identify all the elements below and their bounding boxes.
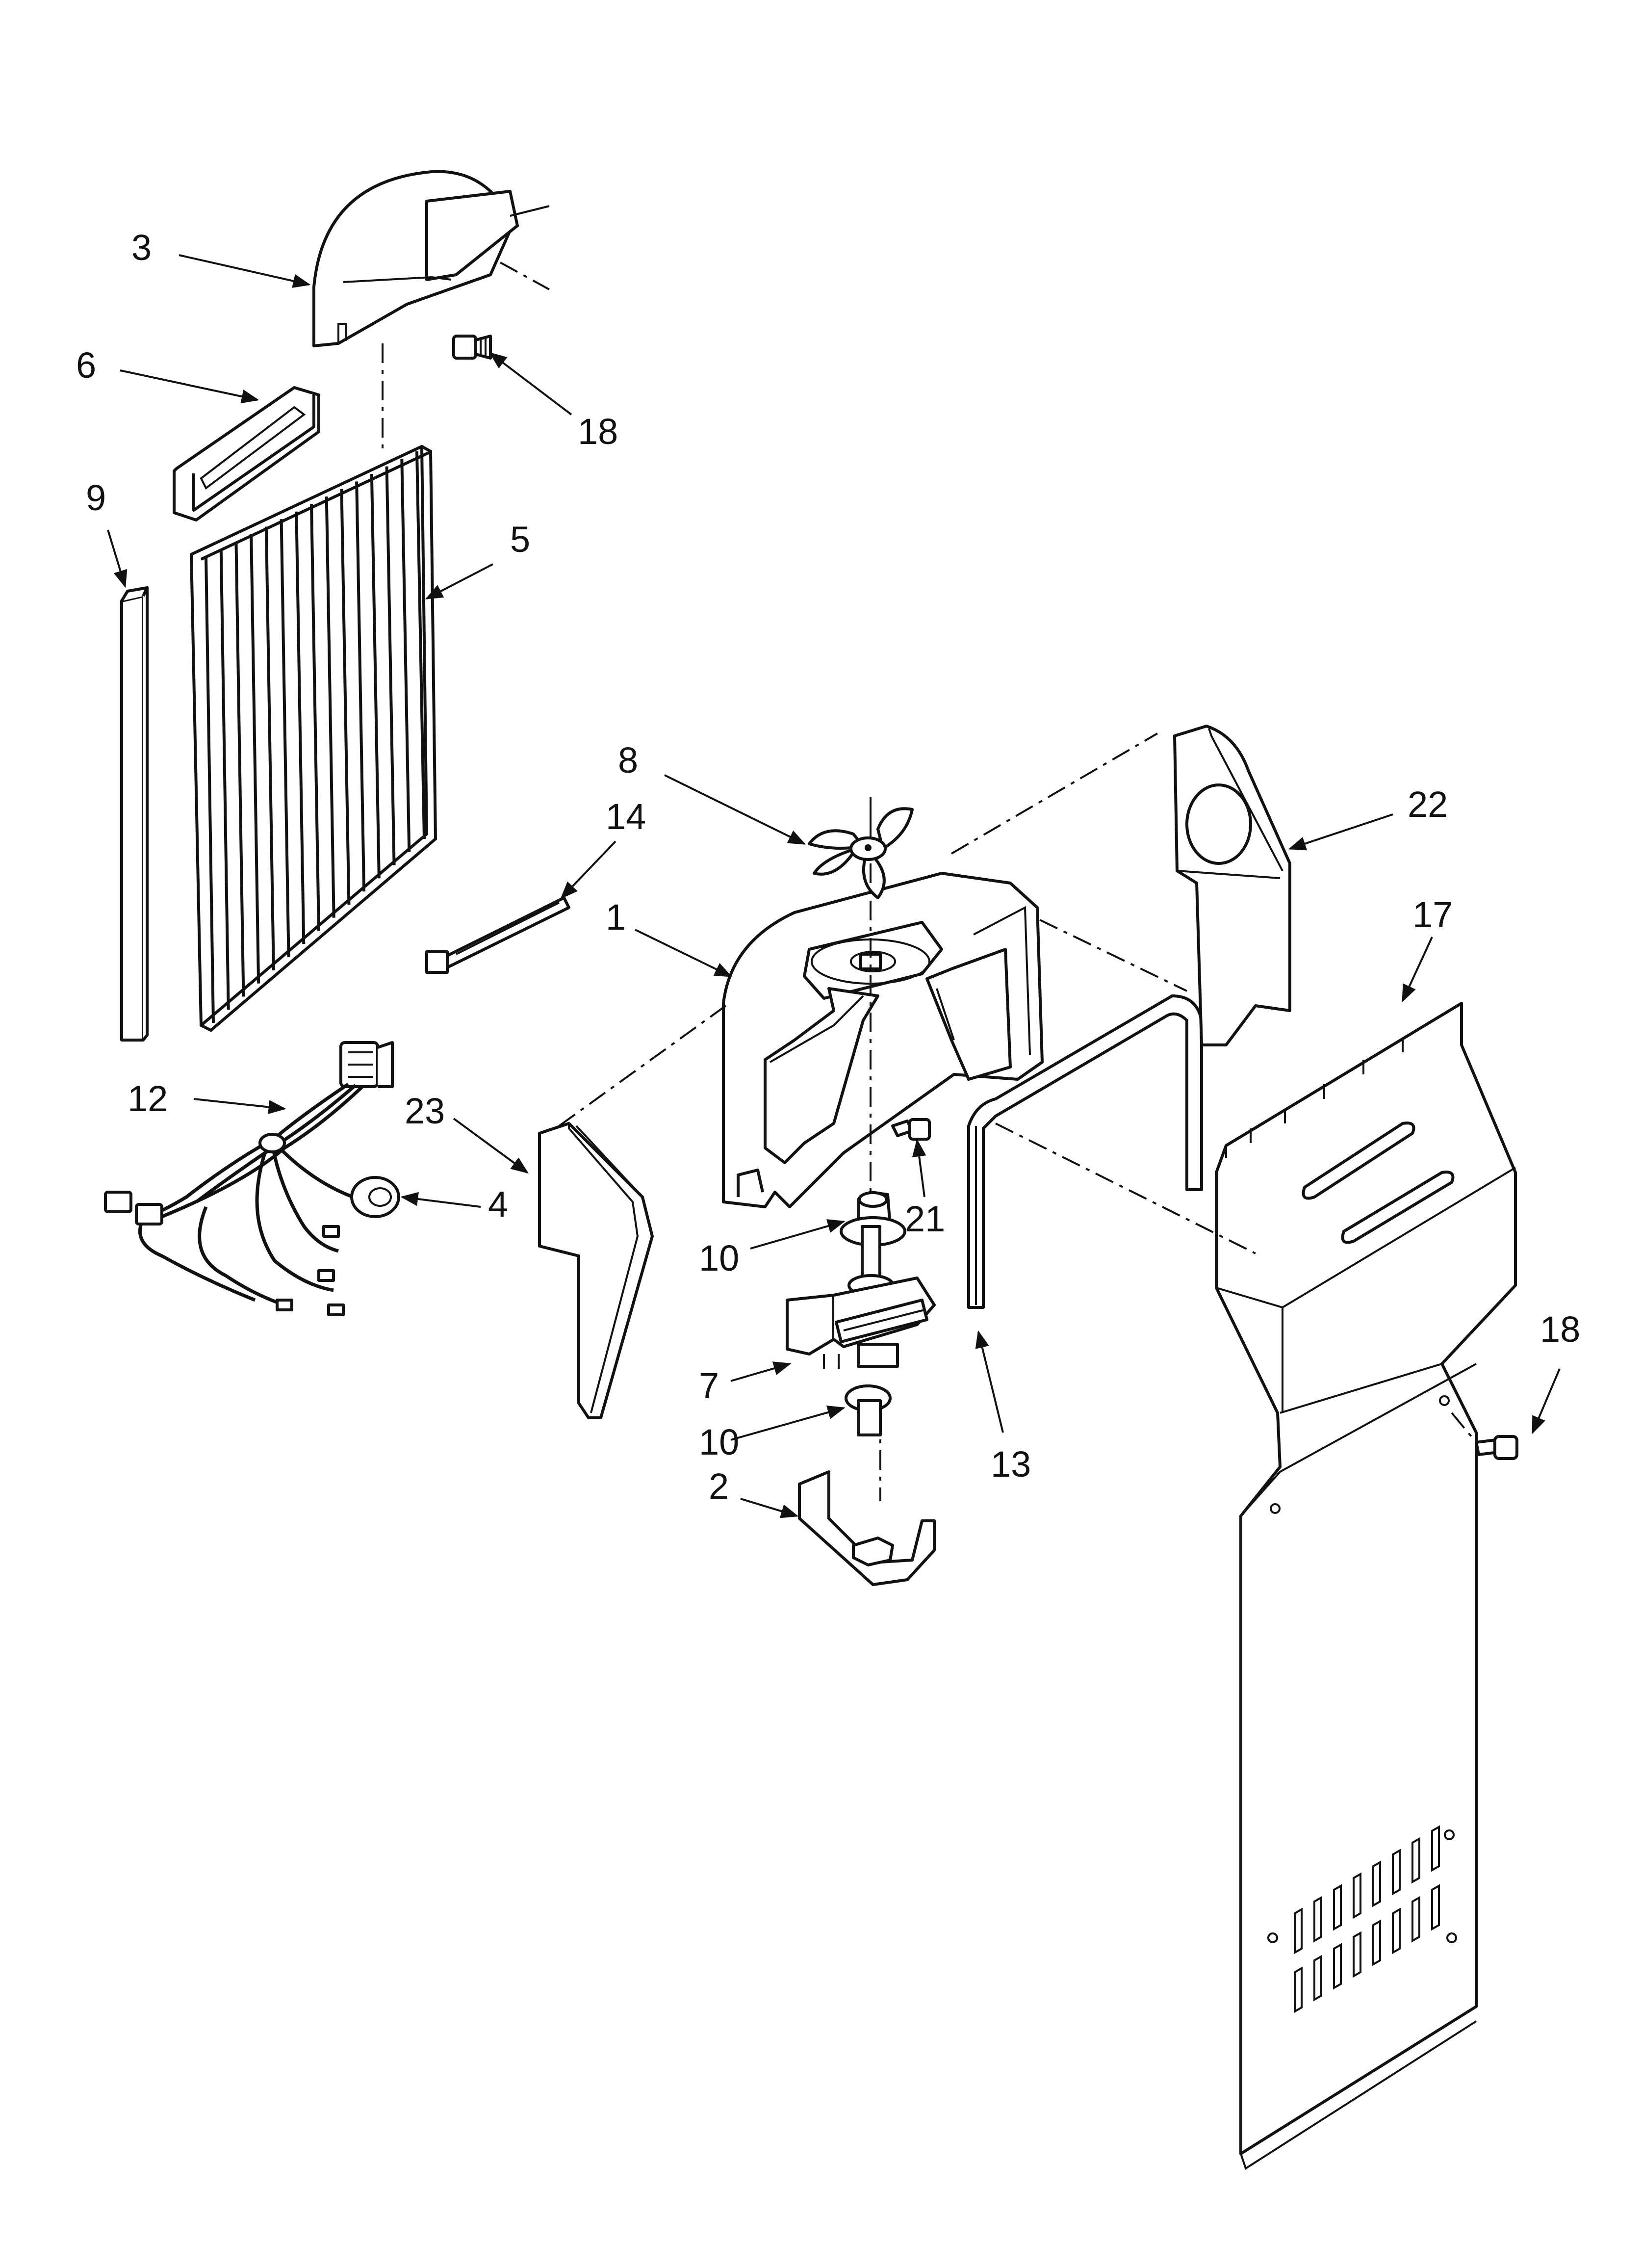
part-23-side-panel: [538, 1122, 654, 1419]
part-4-thermistor: [350, 1176, 400, 1218]
callout-10-upper: 10: [699, 1238, 739, 1278]
callout-18-right: 18: [1540, 1309, 1580, 1350]
callout-9: 9: [86, 477, 106, 518]
part-7-fan-motor: [786, 1225, 936, 1369]
callout-22: 22: [1408, 784, 1448, 825]
callout-17: 17: [1412, 894, 1453, 935]
callout-5: 5: [510, 519, 530, 560]
part-18-screw-top: [452, 335, 492, 360]
part-3-duct-cover: [312, 170, 550, 347]
callout-labels: 3 6 9 18 5 8 14 1 22 17 12 23 4 21 10 7 …: [76, 227, 1580, 1507]
callout-13: 13: [991, 1444, 1031, 1485]
part-9-foam-strip: [120, 586, 149, 1042]
callout-1: 1: [606, 897, 626, 938]
callout-2: 2: [709, 1466, 729, 1507]
part-17-duct-panel: [1215, 1002, 1517, 2170]
callout-10-lower: 10: [699, 1422, 739, 1462]
callout-18-top: 18: [578, 411, 618, 452]
part-21-screw: [891, 1118, 931, 1141]
callout-6: 6: [76, 345, 96, 386]
part-18-screw-right: [1475, 1435, 1518, 1460]
part-1-fan-shroud: [722, 872, 1044, 1208]
part-10-grommet-lower: [845, 1384, 892, 1436]
part-8-fan-blade: [808, 797, 914, 899]
leader-lines: [107, 254, 1561, 1518]
part-2-motor-bracket: [798, 1470, 936, 1586]
callout-4: 4: [488, 1184, 508, 1225]
callout-23: 23: [405, 1091, 445, 1131]
callout-12: 12: [128, 1078, 168, 1119]
callout-3: 3: [131, 227, 152, 268]
part-6-bracket: [173, 386, 320, 521]
callout-8: 8: [618, 740, 638, 781]
part-14-cable-tie: [425, 896, 570, 974]
part-5-evaporator: [190, 445, 437, 1032]
part-22-side-panel: [1173, 725, 1291, 1046]
callout-21: 21: [905, 1199, 945, 1239]
callout-14: 14: [606, 796, 646, 837]
callout-7: 7: [699, 1365, 719, 1406]
